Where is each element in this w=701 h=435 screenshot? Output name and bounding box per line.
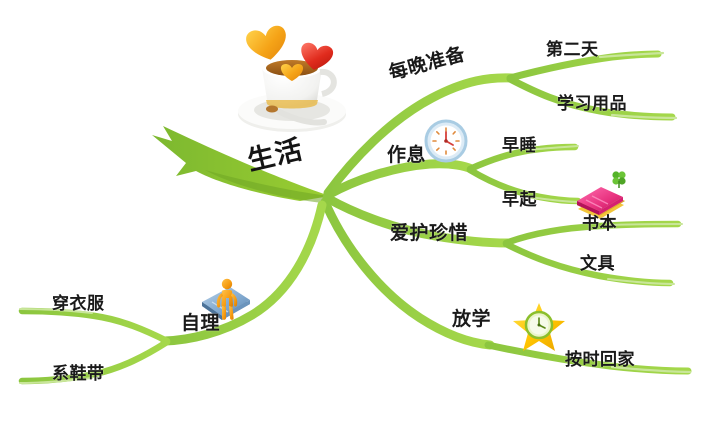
node-label-wenju[interactable]: 文具 — [580, 254, 615, 274]
gold-star-clock-icon — [513, 303, 565, 351]
branch-line-zuoxi — [323, 143, 582, 205]
person-on-book-icon — [202, 278, 250, 320]
branch-label-zili[interactable]: 自理 — [181, 312, 221, 334]
branch-line-meiwanzhunbei — [323, 50, 678, 198]
node-label-xuexiyongpin[interactable]: 学习用品 — [557, 94, 627, 114]
coffee-cup-with-hearts-icon — [238, 25, 346, 132]
branch-label-fangxue[interactable]: 放学 — [452, 308, 492, 330]
branch-label-zuoxi[interactable]: 作息 — [387, 144, 427, 166]
pink-book-with-clover-icon — [576, 171, 626, 219]
node-label-chuanyifu[interactable]: 穿衣服 — [52, 294, 105, 314]
node-label-shuben[interactable]: 书本 — [582, 214, 617, 234]
wall-clock-icon — [424, 119, 468, 163]
node-label-anshihuijia[interactable]: 按时回家 — [565, 350, 635, 370]
node-label-zaoqi[interactable]: 早起 — [502, 190, 537, 210]
node-label-dierTian[interactable]: 第二天 — [546, 40, 599, 60]
branch-line-fangxue — [320, 197, 692, 375]
node-label-xixiedai[interactable]: 系鞋带 — [52, 364, 105, 384]
central-trunk — [152, 126, 330, 203]
branch-line-aihuzhenxi — [322, 193, 683, 287]
branch-line-zili — [18, 200, 327, 385]
node-label-zaoshui[interactable]: 早睡 — [502, 136, 537, 156]
branch-label-aihuzhenxi[interactable]: 爱护珍惜 — [390, 222, 469, 244]
